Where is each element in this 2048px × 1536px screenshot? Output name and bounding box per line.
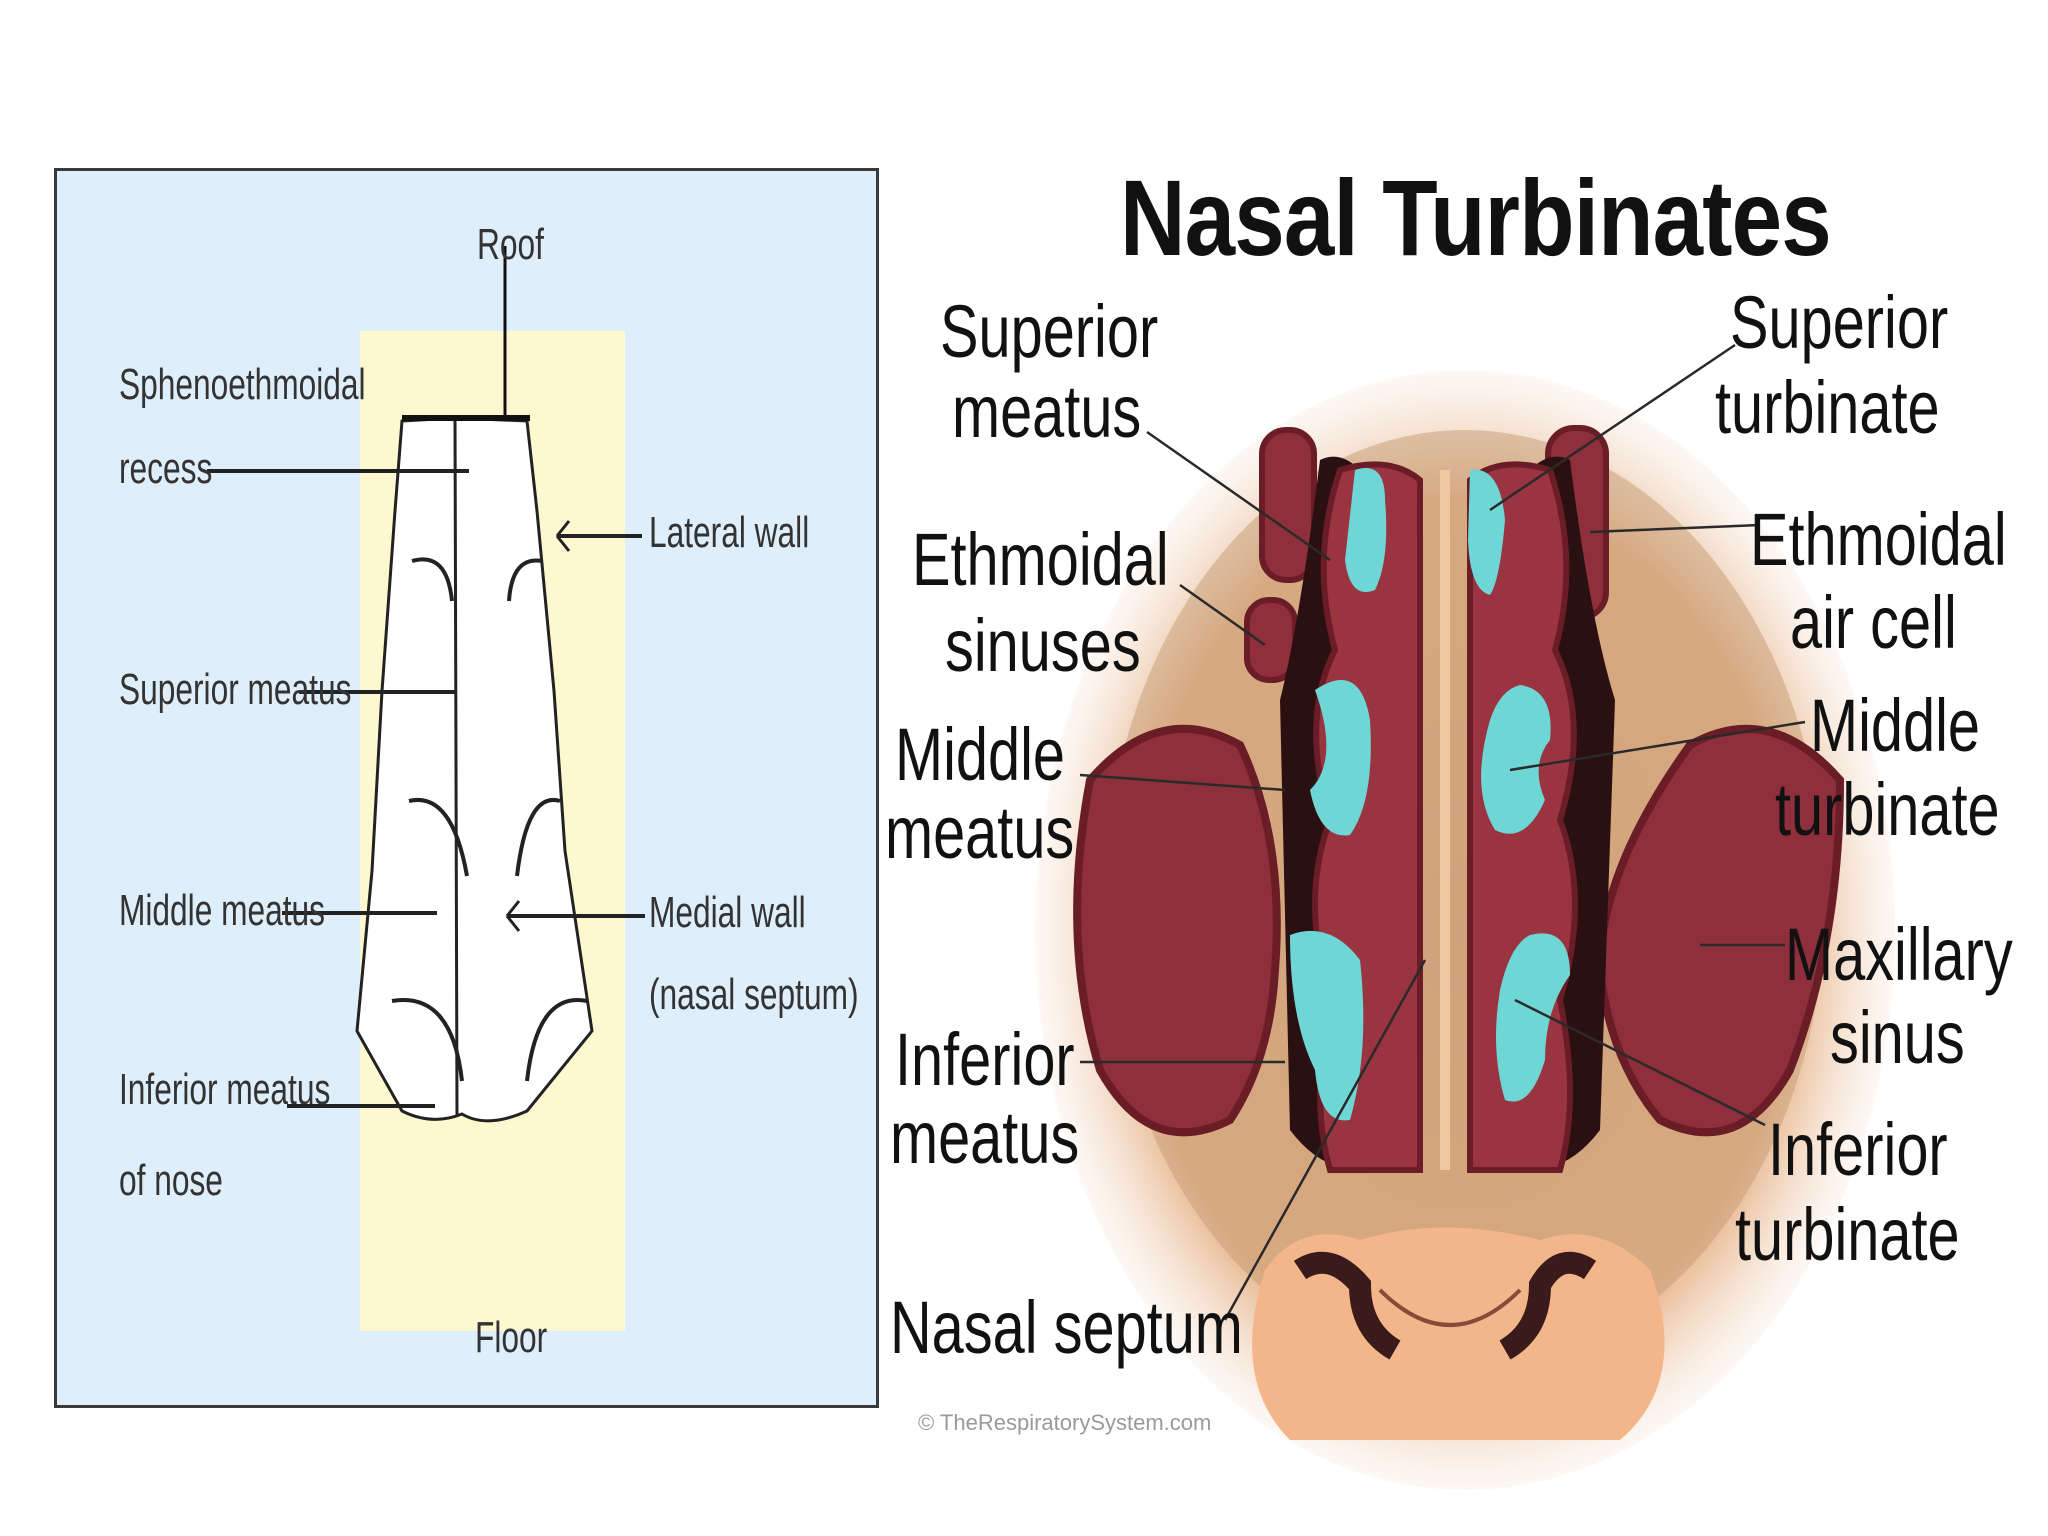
right-middle-turbinate	[1481, 685, 1551, 834]
label-ethmoidal-sinuses-2: sinuses	[945, 604, 1141, 687]
label-ethmoidal-sinuses-1: Ethmoidal	[912, 518, 1169, 601]
diagram-title: Nasal Turbinates	[1120, 157, 1832, 278]
septum-line	[453, 417, 459, 1117]
label-inferior-meatus-1: Inferior meatus	[119, 1065, 331, 1114]
left-nostril	[1293, 1251, 1401, 1360]
label-roof: Roof	[477, 220, 544, 269]
credit-text: © TheRespiratorySystem.com	[918, 1410, 1212, 1435]
left-maxillary-sinus	[1073, 724, 1281, 1137]
concha-arc	[525, 998, 588, 1082]
label-medial-wall-2: (nasal septum)	[649, 970, 859, 1019]
label-maxillary-sinus-2: sinus	[1830, 996, 1965, 1079]
pointer-lines	[1079, 343, 1806, 1321]
label-maxillary-sinus-1: Maxillary	[1785, 913, 2013, 996]
concha-arc	[391, 998, 464, 1082]
label-middle-turbinate-2: turbinate	[1775, 768, 2000, 851]
label-lateral-wall: Lateral wall	[649, 508, 810, 557]
label-medial-wall-1: Medial wall	[649, 888, 806, 937]
concha-arc	[507, 558, 543, 602]
label-nasal-septum: Nasal septum	[890, 1286, 1243, 1369]
label-sphenoethmoidal-2: recess	[119, 444, 213, 493]
label-ethmoidal-air-cell-1: Ethmoidal	[1750, 498, 2007, 581]
nose-tip-line	[1378, 1288, 1522, 1327]
right-inferior-turbinate	[1496, 933, 1570, 1102]
label-superior-meatus-right-2: meatus	[952, 370, 1142, 453]
concha-arc	[411, 557, 454, 602]
label-middle-turbinate-1: Middle	[1810, 684, 1981, 767]
label-ethmoidal-air-cell-2: air cell	[1790, 581, 1957, 664]
label-middle-meatus: Middle meatus	[119, 886, 326, 935]
arrow-lateral-wall	[555, 520, 571, 552]
left-ethmoidal-cell	[1259, 427, 1317, 583]
label-middle-meatus-right-2: meatus	[885, 791, 1075, 874]
label-sphenoethmoidal-1: Sphenoethmoidal	[119, 360, 366, 409]
left-inferior-turbinate	[1290, 930, 1364, 1121]
left-middle-turbinate	[1310, 680, 1371, 836]
label-floor: Floor	[475, 1313, 548, 1362]
label-inferior-meatus-right-1: Inferior	[895, 1018, 1075, 1101]
label-superior-meatus-right-1: Superior	[940, 290, 1159, 373]
label-superior-meatus: Superior meatus	[119, 665, 352, 714]
nasal-cavity-outline	[355, 416, 594, 1123]
label-inferior-meatus-right-2: meatus	[890, 1096, 1080, 1179]
nasal-cavity-schematic	[207, 246, 645, 1331]
label-inferior-meatus-2: of nose	[119, 1156, 223, 1205]
arrow-medial-wall	[505, 900, 521, 932]
label-middle-meatus-right-1: Middle	[895, 713, 1066, 796]
right-nostril	[1499, 1251, 1597, 1360]
concha-arc	[515, 797, 561, 877]
label-superior-turbinate-2: turbinate	[1715, 366, 1940, 449]
right-superior-turbinate	[1468, 469, 1505, 595]
left-superior-turbinate	[1345, 468, 1387, 592]
label-superior-turbinate-1: Superior	[1730, 281, 1949, 364]
label-inferior-turbinate-2: turbinate	[1735, 1193, 1960, 1276]
concha-arc	[408, 797, 469, 877]
left-schematic-panel: Roof Floor Sphenoethmoidal recess Superi…	[54, 168, 879, 1408]
label-inferior-turbinate-1: Inferior	[1768, 1108, 1948, 1191]
